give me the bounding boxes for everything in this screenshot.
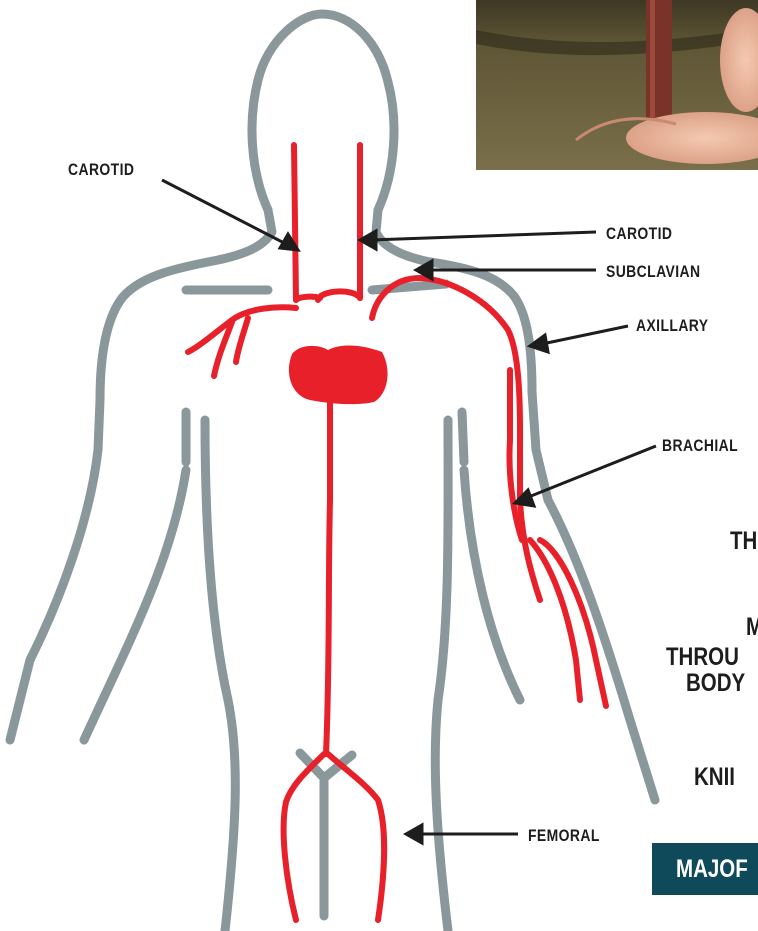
femoral-left-artery <box>284 754 324 920</box>
aorta <box>326 390 330 754</box>
label-femoral: FEMORAL <box>528 826 600 846</box>
aortic-arch <box>318 291 360 300</box>
left-arm-inner-lower <box>84 470 186 740</box>
heart <box>289 346 388 405</box>
axillary-pointer <box>542 326 628 344</box>
side-text-line5: KNII <box>694 764 735 791</box>
carotid-left-artery <box>294 145 296 300</box>
side-text-line3: THROU <box>666 644 739 671</box>
femoral-arrowhead <box>406 825 422 843</box>
label-carotid-right: CAROTID <box>606 224 672 244</box>
subclavian-axillary-brachial-artery <box>372 278 540 600</box>
label-subclavian: SUBCLAVIAN <box>606 262 700 282</box>
label-axillary: AXILLARY <box>636 316 708 336</box>
torso-right <box>435 420 448 931</box>
side-text-line1: TH <box>730 528 757 555</box>
left-arm-branch-2 <box>236 318 248 362</box>
banner-text: MAJOF <box>676 855 748 884</box>
right-arm-inner-upper <box>462 412 464 462</box>
torso-left <box>205 420 235 931</box>
arteries <box>188 145 606 920</box>
femoral-right-artery <box>328 754 384 920</box>
right-collarbone <box>372 284 446 290</box>
carotid-right-pointer <box>372 232 596 240</box>
radial-artery <box>530 540 580 700</box>
label-brachial: BRACHIAL <box>662 436 738 456</box>
side-text-line2: M <box>746 614 758 641</box>
banner: MAJOF <box>652 843 758 895</box>
side-text-line4: BODY <box>686 670 745 697</box>
body-outline-right <box>252 14 655 800</box>
label-carotid-left: CAROTID <box>68 160 134 180</box>
